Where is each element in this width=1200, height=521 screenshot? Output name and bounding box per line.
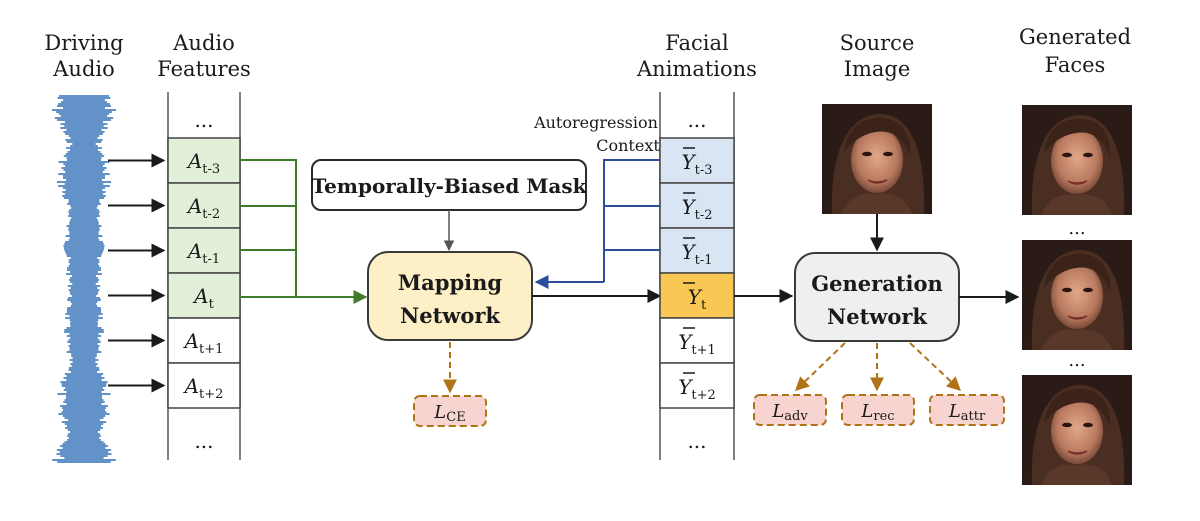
facial-animation-cell: Yt-3: [659, 137, 735, 184]
loss-rec-label: Lrec: [860, 401, 894, 424]
temporally-biased-mask-label: Temporally-Biased Mask: [311, 174, 587, 198]
audio-feature-cell: At: [167, 272, 241, 319]
facial-animation-label: Yt: [688, 285, 707, 313]
generation-network-line1: Generation: [811, 271, 943, 296]
facial-animation-label: Yt-1: [681, 240, 712, 268]
facial-animations-top-ellipsis: ...: [687, 108, 706, 132]
audio-features-bottom-ellipsis: ...: [194, 429, 213, 453]
facial-animation-cell: Yt-1: [659, 227, 735, 274]
facial-animations-column: ... Yt-3Yt-2Yt-1YtYt+1Yt+2 ...: [659, 92, 735, 460]
audio-feature-label: At-3: [186, 149, 220, 177]
facial-animation-cell: Yt+2: [659, 362, 735, 409]
audio-feature-cell: At+2: [167, 362, 241, 409]
facial-animation-label: Yt-2: [681, 195, 712, 223]
loss-adv-label: Ladv: [771, 401, 808, 424]
autoregression-context-label: Autoregression Context: [533, 113, 660, 155]
loss-adv-box: Ladv: [753, 394, 827, 426]
mapping-network-line1: Mapping: [398, 270, 502, 295]
facial-animation-cell: Yt: [659, 272, 735, 319]
temporally-biased-mask-box: Temporally-Biased Mask: [311, 159, 588, 211]
audio-feature-label: At: [192, 284, 214, 312]
facial-animation-label: Yt+2: [678, 375, 716, 403]
audio-feature-cell: At-3: [167, 137, 241, 184]
generated-face-1: [1022, 104, 1132, 216]
header-audio-features-line1: Audio: [172, 31, 235, 55]
header-facial-animations-line2: Animations: [636, 57, 757, 81]
header-source-image: Source Image: [840, 31, 915, 81]
loss-attr-label: Lattr: [948, 401, 986, 424]
generated-face-2: [1022, 240, 1132, 350]
audio-feature-cell: At+1: [167, 317, 241, 364]
generated-face-3: [1022, 374, 1132, 486]
audio-features-column: ... At-3At-2At-1AtAt+1At+2 ...: [167, 92, 241, 460]
audio-waveform-icon: [51, 95, 117, 463]
loss-attr-box: Lattr: [929, 394, 1005, 426]
generation-loss-arrows: [794, 342, 962, 392]
loss-ce-label: LCE: [433, 402, 465, 425]
header-audio-features: Audio Features: [157, 31, 251, 81]
header-driving-audio: Driving Audio: [44, 31, 123, 81]
audio-feature-cell: At-1: [167, 227, 241, 274]
generation-network-box: Generation Network: [794, 252, 960, 342]
header-driving-audio-line1: Driving: [44, 31, 123, 55]
header-facial-animations: Facial Animations: [636, 31, 757, 81]
facial-animation-cell: Yt+1: [659, 317, 735, 364]
facial-animation-cell: Yt-2: [659, 182, 735, 229]
facial-animation-label: Yt-3: [681, 150, 712, 178]
audio-feature-label: At+2: [183, 374, 224, 402]
audio-feature-cell: At-2: [167, 182, 241, 229]
audio-input-arrows: [108, 153, 166, 393]
facial-animation-label: Yt+1: [678, 330, 716, 358]
source-image: [822, 104, 932, 214]
audio-feature-label: At-1: [186, 239, 220, 267]
mapping-network-box: Mapping Network: [367, 251, 533, 341]
header-driving-audio-line2: Audio: [52, 57, 115, 81]
header-source-image-line2: Image: [844, 57, 911, 81]
header-audio-features-line2: Features: [157, 57, 251, 81]
header-generated-faces-line1: Generated: [1019, 25, 1131, 49]
loss-ce-box: LCE: [413, 395, 487, 427]
mapping-network-line2: Network: [400, 303, 500, 328]
header-facial-animations-line1: Facial: [665, 31, 729, 55]
header-generated-faces: Generated Faces: [1019, 25, 1131, 77]
header-source-image-line1: Source: [840, 31, 915, 55]
generated-faces-ellipsis-2: ...: [1068, 350, 1085, 371]
generated-faces-column: ... ...: [1022, 104, 1132, 486]
generated-faces-ellipsis-1: ...: [1068, 218, 1085, 239]
generation-network-line2: Network: [827, 304, 927, 329]
autoregression-label-line2: Context: [596, 136, 660, 155]
header-generated-faces-line2: Faces: [1045, 53, 1106, 77]
loss-rec-box: Lrec: [841, 394, 915, 426]
audio-feature-label: At+1: [183, 329, 224, 357]
audio-features-top-ellipsis: ...: [194, 108, 213, 132]
audio-feature-label: At-2: [186, 194, 220, 222]
autoregression-connector: [534, 159, 660, 289]
audio-context-connector: [240, 159, 368, 304]
facial-animations-bottom-ellipsis: ...: [687, 429, 706, 453]
autoregression-label-line1: Autoregression: [533, 113, 658, 132]
